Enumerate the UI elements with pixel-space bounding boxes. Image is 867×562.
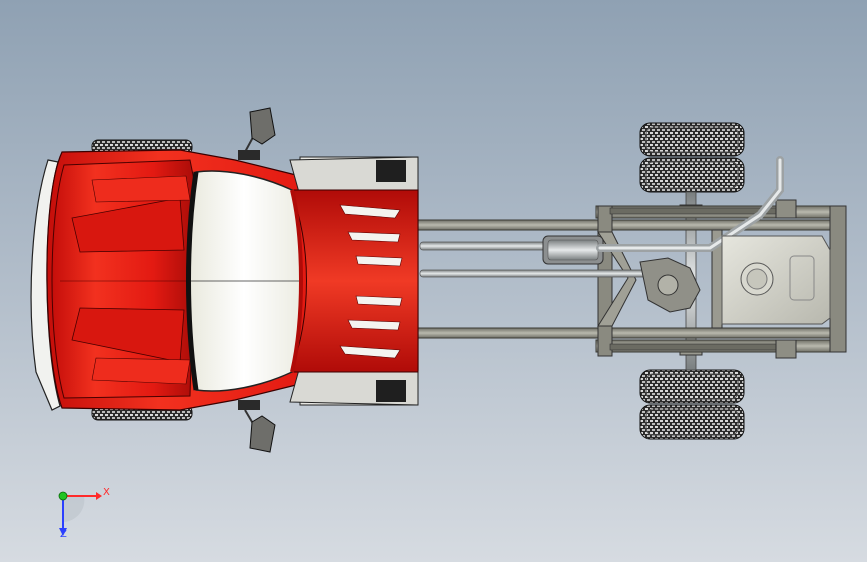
- exhaust-system: [419, 156, 784, 265]
- triad-graphic: [58, 491, 102, 536]
- leaf-springs: [609, 199, 797, 359]
- driveshaft: [419, 257, 701, 313]
- y-axis-dot: [58, 491, 68, 501]
- x-axis-label: X: [103, 487, 110, 498]
- mirror-left: [238, 107, 276, 160]
- windshield: [186, 170, 303, 392]
- rear-wheel-bottom-outer: [639, 404, 745, 440]
- rear-wheel-bottom-inner: [639, 369, 745, 404]
- mirror-right: [238, 400, 276, 453]
- coordinate-triad: X Z: [44, 482, 124, 546]
- rear-wheel-top-inner: [639, 157, 745, 193]
- z-axis-label: Z: [60, 529, 67, 540]
- rear-tank: [721, 235, 831, 325]
- hood: [51, 159, 197, 399]
- rear-wheel-top-outer: [639, 122, 745, 157]
